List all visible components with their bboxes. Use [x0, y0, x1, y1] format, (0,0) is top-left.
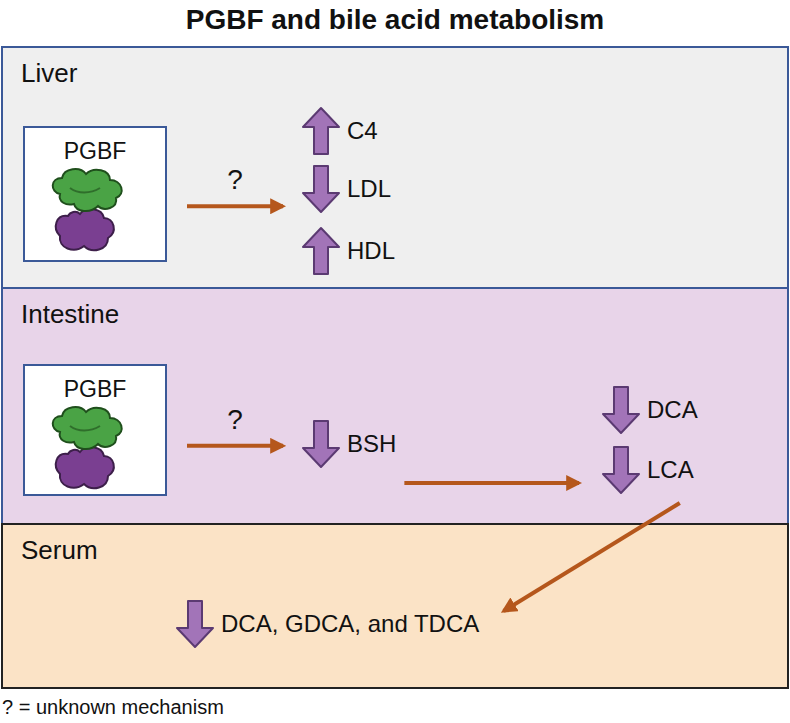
region-name: Serum — [21, 535, 769, 566]
pgbf-illustration — [46, 166, 130, 254]
treatment-name: PGBF — [25, 138, 165, 165]
metabolite-name: LCA — [647, 456, 694, 484]
trend-arrow — [175, 599, 215, 649]
metabolite-name: DCA — [647, 396, 698, 424]
change-indicator: LDL — [301, 164, 391, 214]
region-name: Liver — [21, 58, 769, 89]
trend-arrow — [301, 106, 341, 156]
trend-arrow — [601, 445, 641, 495]
organ-band: IntestinePGBF BSH DCA LCA — [1, 287, 789, 525]
trend-arrow — [601, 385, 641, 435]
diagram-title: PGBF and bile acid metabolism — [0, 4, 790, 36]
edge-label: ? — [227, 164, 243, 196]
change-indicator: DCA — [601, 385, 698, 435]
metabolite-name: DCA, GDCA, and TDCA — [221, 610, 479, 638]
region-name: Intestine — [21, 299, 769, 330]
legend-note: ? = unknown mechanism — [2, 696, 224, 719]
process-arrow — [187, 444, 283, 448]
organ-band: SerumDCA, GDCA, and TDCA — [1, 523, 789, 689]
process-arrow — [404, 481, 579, 485]
organ-band: LiverPGBF C4LDL HDL — [1, 46, 789, 289]
edge-label: ? — [227, 404, 243, 436]
change-indicator: LCA — [601, 445, 694, 495]
trend-arrow — [301, 164, 341, 214]
metabolite-name: LDL — [347, 175, 391, 203]
metabolite-name: BSH — [347, 430, 396, 458]
change-indicator: C4 — [301, 106, 378, 156]
metabolite-name: C4 — [347, 117, 378, 145]
pgbf-illustration — [46, 404, 130, 492]
trend-arrow — [301, 419, 341, 469]
trend-arrow — [301, 226, 341, 276]
change-indicator: HDL — [301, 226, 395, 276]
change-indicator: DCA, GDCA, and TDCA — [175, 599, 479, 649]
change-indicator: BSH — [301, 419, 396, 469]
process-arrow — [187, 204, 283, 208]
metabolite-name: HDL — [347, 237, 395, 265]
treatment-name: PGBF — [25, 376, 165, 403]
